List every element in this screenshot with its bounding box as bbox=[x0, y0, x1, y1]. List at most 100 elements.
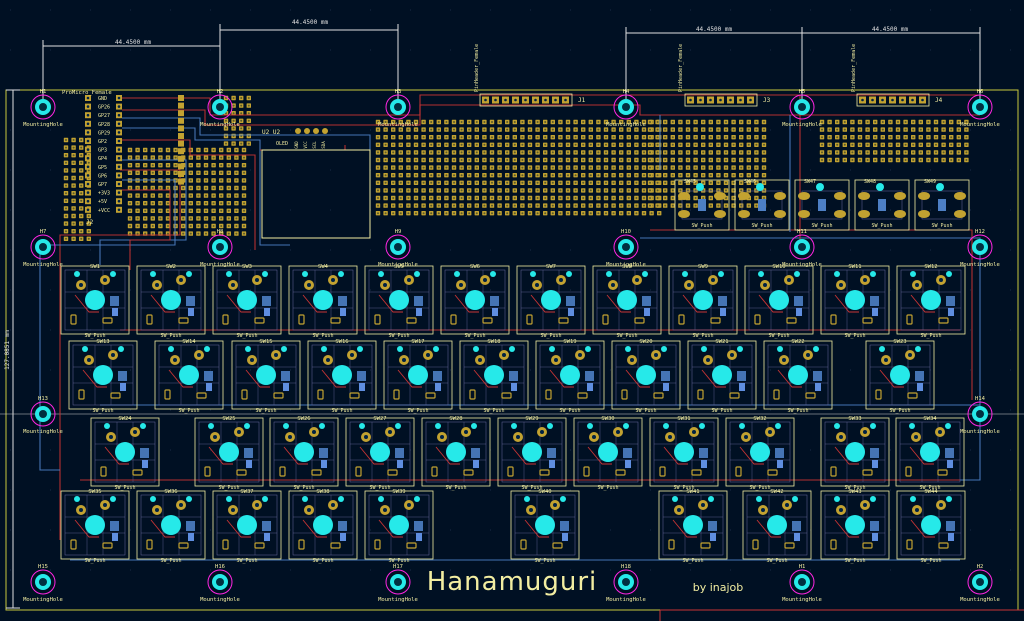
switch-ref: SW41 bbox=[686, 489, 699, 495]
hole-ref: H4 bbox=[623, 89, 630, 95]
switch-ref: SW36 bbox=[164, 489, 177, 495]
switch-footprint: SW_Push bbox=[160, 558, 181, 564]
board-author: by inajob bbox=[693, 581, 744, 594]
promicro-pad[interactable] bbox=[178, 171, 184, 177]
switch-footprint: SW_Push bbox=[160, 333, 181, 339]
switch-ref: SW4 bbox=[318, 264, 329, 270]
promicro-pad[interactable] bbox=[178, 102, 184, 109]
switch-ref: SW9 bbox=[698, 264, 708, 270]
oled-pin-pad[interactable] bbox=[304, 128, 310, 134]
promicro-pad[interactable] bbox=[178, 178, 184, 185]
promicro-pad[interactable] bbox=[178, 95, 184, 101]
oled-pin-pad[interactable] bbox=[322, 128, 328, 134]
switch-footprint: SW_Push bbox=[521, 485, 542, 491]
oled-pin-pad[interactable] bbox=[295, 128, 301, 134]
promicro-pin-labels: GNDGP26GP27GP28GP29GP2GP3GP4GP5GP6GP7+3V… bbox=[98, 96, 110, 214]
promicro-connector[interactable] bbox=[85, 95, 184, 213]
oled-pin-pad[interactable] bbox=[313, 128, 319, 134]
promicro-pad[interactable] bbox=[178, 125, 184, 132]
hole-label: MountingHole bbox=[782, 597, 822, 603]
switch-ref: SW32 bbox=[753, 416, 766, 422]
small-push-switches: SW45SW_PushSW46SW_PushSW47SW_PushSW48SW_… bbox=[674, 179, 970, 231]
promicro-pad[interactable] bbox=[178, 155, 184, 162]
promicro-pad[interactable] bbox=[178, 110, 184, 117]
hole-label: MountingHole bbox=[960, 597, 1000, 603]
board-title: Hanamuguri bbox=[427, 567, 598, 597]
promicro-pad[interactable] bbox=[178, 117, 184, 124]
hole-ref: H11 bbox=[797, 229, 807, 235]
switch-footprint: SW_Push bbox=[766, 558, 787, 564]
hole-ref: H12 bbox=[975, 229, 985, 235]
switch-footprint: SW_Push bbox=[92, 408, 113, 414]
switch-ref: SW17 bbox=[411, 339, 424, 345]
promicro-pad[interactable] bbox=[178, 133, 184, 139]
pinheader-label: PinHeader_Female bbox=[678, 44, 684, 92]
promicro-pin-label: GND bbox=[98, 96, 107, 102]
promicro-pin-label: +VCC bbox=[98, 208, 110, 214]
oled-pin-label: VCC bbox=[303, 141, 308, 149]
switch-footprint: SW_Push bbox=[844, 333, 865, 339]
promicro-pad[interactable] bbox=[178, 140, 184, 147]
hole-ref: H2 bbox=[977, 564, 984, 570]
switch-ref: SW6 bbox=[470, 264, 480, 270]
promicro-label: ProMicro_Female bbox=[62, 90, 112, 96]
promicro-pin-label: GP3 bbox=[98, 148, 107, 154]
promicro-pin-label: GP26 bbox=[98, 105, 110, 111]
oled-pin-label: SCL bbox=[312, 141, 317, 149]
j2-label: J2 bbox=[86, 219, 94, 226]
switch-ref: SW8 bbox=[622, 264, 632, 270]
switch-footprint: SW_Push bbox=[673, 485, 694, 491]
switch-ref: SW42 bbox=[770, 489, 783, 495]
hole-label: MountingHole bbox=[606, 122, 646, 128]
promicro-pad[interactable] bbox=[178, 163, 184, 170]
switch-ref: SW12 bbox=[924, 264, 937, 270]
oled-pin-label: SDA bbox=[321, 141, 326, 149]
switch-ref: SW14 bbox=[182, 339, 196, 345]
switch-footprint: SW_Push bbox=[464, 333, 485, 339]
hole-ref: H5 bbox=[799, 89, 806, 95]
prototype-pad-area bbox=[63, 95, 969, 241]
board-outline bbox=[5, 89, 1019, 611]
switch-footprint: SW_Push bbox=[331, 408, 352, 414]
hole-ref: H17 bbox=[393, 564, 403, 570]
page-frame-corner bbox=[659, 609, 1024, 621]
pinheader-label: PinHeader_Female bbox=[474, 44, 480, 92]
switch-footprint: SW_Push bbox=[920, 558, 941, 564]
hole-ref: H15 bbox=[38, 564, 48, 570]
promicro-pad[interactable] bbox=[178, 148, 184, 155]
hole-label: MountingHole bbox=[200, 262, 240, 268]
small-switch-ref: SW49 bbox=[924, 179, 936, 185]
key-switches: SW1SW_PushSW2SW_PushSW3SW_PushSW4SW_Push… bbox=[60, 264, 966, 564]
switch-ref: SW18 bbox=[487, 339, 500, 345]
hole-label: MountingHole bbox=[960, 122, 1000, 128]
switch-footprint: SW_Push bbox=[407, 408, 428, 414]
